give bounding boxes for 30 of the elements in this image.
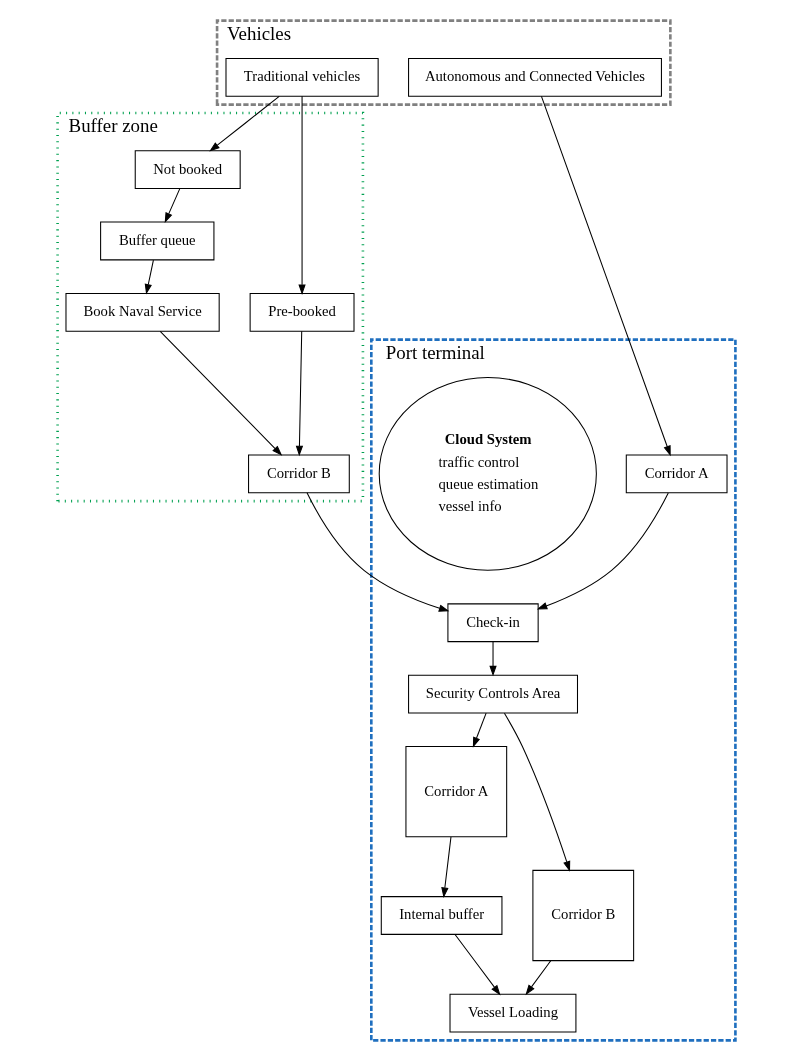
arrow: [540, 95, 671, 457]
arrow: [472, 712, 487, 748]
node-box: Corridor B: [531, 869, 634, 962]
node-box: Vessel Loading: [449, 993, 576, 1033]
node-box: Corridor A: [625, 454, 728, 494]
node-box: Book Naval Service: [64, 292, 220, 332]
arrow: [488, 641, 497, 677]
node-box: Check-in: [446, 603, 539, 643]
node-box: Buffer queue: [99, 221, 214, 261]
arrow: [295, 330, 303, 457]
arrow: [454, 934, 501, 996]
arrow: [440, 836, 451, 898]
node-box: Security Controls Area: [407, 674, 578, 714]
node-box: Corridor A: [404, 746, 507, 838]
arrow: [144, 259, 154, 295]
arrow: [164, 188, 180, 224]
node-box: Pre-booked: [249, 292, 355, 332]
arrow: [306, 492, 449, 612]
node-ellipse: Cloud System traffic control queue estimation vessel info: [378, 376, 597, 571]
arrow: [503, 712, 570, 872]
node-box: Traditional vehicles: [224, 57, 379, 97]
node-box: Corridor B: [247, 454, 350, 494]
arrow: [208, 95, 280, 152]
arrow: [536, 492, 669, 610]
node-box: Not booked: [134, 150, 241, 190]
arrow: [159, 330, 282, 456]
node-box: Internal buffer: [380, 896, 502, 935]
arrow: [297, 95, 306, 295]
arrow: [524, 960, 551, 996]
node-box: Autonomous and Connected Vehicles: [407, 57, 662, 97]
